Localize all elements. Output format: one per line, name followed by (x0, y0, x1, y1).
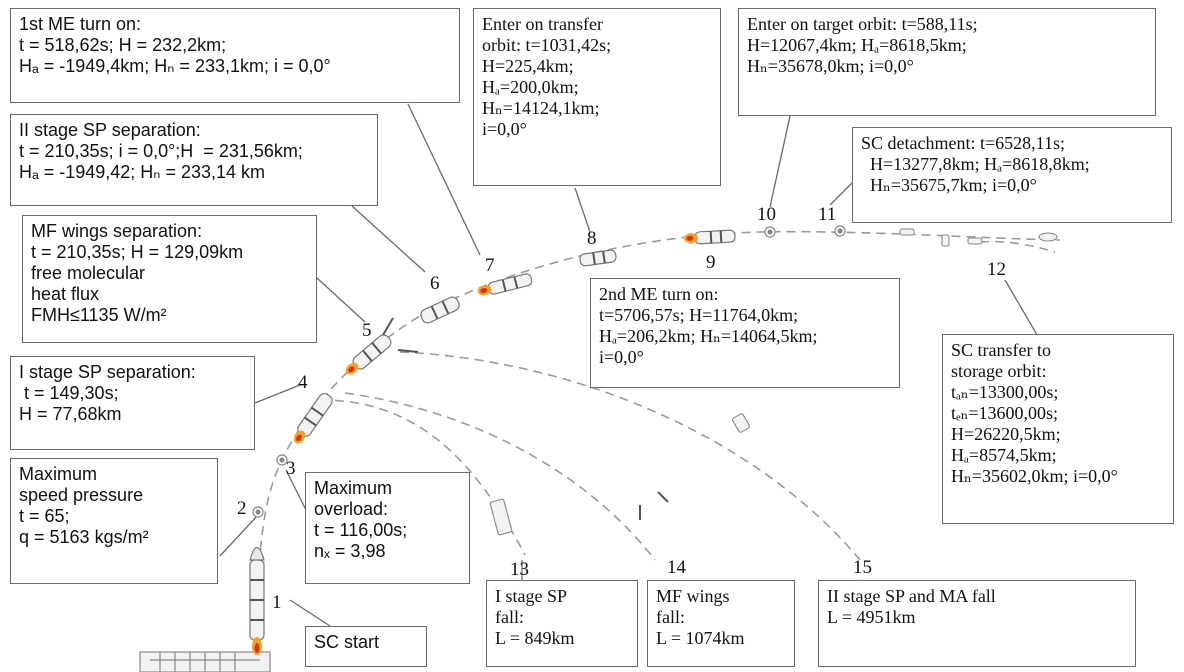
event-markers (252, 225, 846, 518)
event-number-8: 8 (587, 228, 597, 249)
mf-wings-fall-trajectory (344, 392, 656, 561)
leader-1 (289, 599, 331, 627)
rocket-on-pad (249, 546, 265, 655)
info-box-mf-wings-fall: MF wings fall: L = 1074km (647, 580, 795, 667)
info-box-sc-detachment: SC detachment: t=6528,11s; H=13277,8km; … (852, 127, 1172, 223)
event-number-4: 4 (298, 372, 308, 393)
event-number-15: 15 (853, 557, 872, 578)
event-number-3: 3 (286, 458, 296, 479)
leader-2 (219, 514, 259, 557)
event-number-9: 9 (706, 252, 716, 273)
event-number-1: 1 (272, 592, 282, 613)
info-box-max-overload: Maximum overload: t = 116,00s; nₓ = 3,98 (305, 472, 470, 584)
info-box-second-me-turn-on: 2nd ME turn on: t=5706,57s; H=11764,0km;… (590, 278, 900, 388)
event-number-10: 10 (757, 204, 776, 225)
info-box-first-me-turn-on: 1st ME turn on: t = 518,62s; H = 232,2km… (10, 8, 460, 103)
info-box-stage1-sp-fall: I stage SP fall: L = 849km (486, 580, 638, 667)
event-number-12: 12 (987, 259, 1006, 280)
info-box-stage2-sp-ma-fall: II stage SP and MA fall L = 4951km (818, 580, 1136, 667)
stage2-fall-trajectory (399, 351, 861, 561)
leader-11 (829, 179, 856, 206)
event-number-6: 6 (430, 273, 440, 294)
sc-transfer-trajectory (979, 240, 1056, 253)
leader-4 (254, 384, 301, 404)
ascent-trajectory (257, 230, 1061, 626)
leader-7 (407, 103, 481, 256)
info-box-max-speed-pressure: Maximum speed pressure t = 65; q = 5163 … (10, 458, 218, 584)
leader-12 (1004, 279, 1041, 341)
info-box-stage2-sp-separation: II stage SP separation: t = 210,35s; i =… (10, 114, 378, 206)
info-box-stage1-sp-separation: I stage SP separation: t = 149,30s; H = … (10, 356, 255, 450)
event-number-14: 14 (667, 557, 686, 578)
launch-pad (139, 651, 271, 672)
info-box-sc-transfer-storage: SC transfer to storage orbit: tₐₙ=13300,… (942, 334, 1174, 524)
info-box-target-orbit-entry: Enter on target orbit: t=588,11s; H=1206… (738, 8, 1156, 116)
event-number-2: 2 (237, 498, 247, 519)
rocket-flight-sequence (293, 229, 736, 444)
leader-6 (351, 205, 426, 273)
info-box-mf-wings-separation: MF wings separation: t = 210,35s; H = 12… (22, 215, 317, 343)
leader-5 (316, 277, 366, 323)
info-box-sc-start: SC start (305, 626, 427, 667)
event-number-5: 5 (362, 320, 372, 341)
event-number-7: 7 (485, 255, 495, 276)
info-box-transfer-orbit-entry: Enter on transfer orbit: t=1031,42s; H=2… (473, 8, 721, 186)
separated-elements (382, 228, 1058, 536)
leader-8 (574, 187, 591, 233)
leader-10 (769, 115, 791, 208)
event-number-11: 11 (818, 204, 837, 225)
event-number-13: 13 (510, 559, 529, 580)
